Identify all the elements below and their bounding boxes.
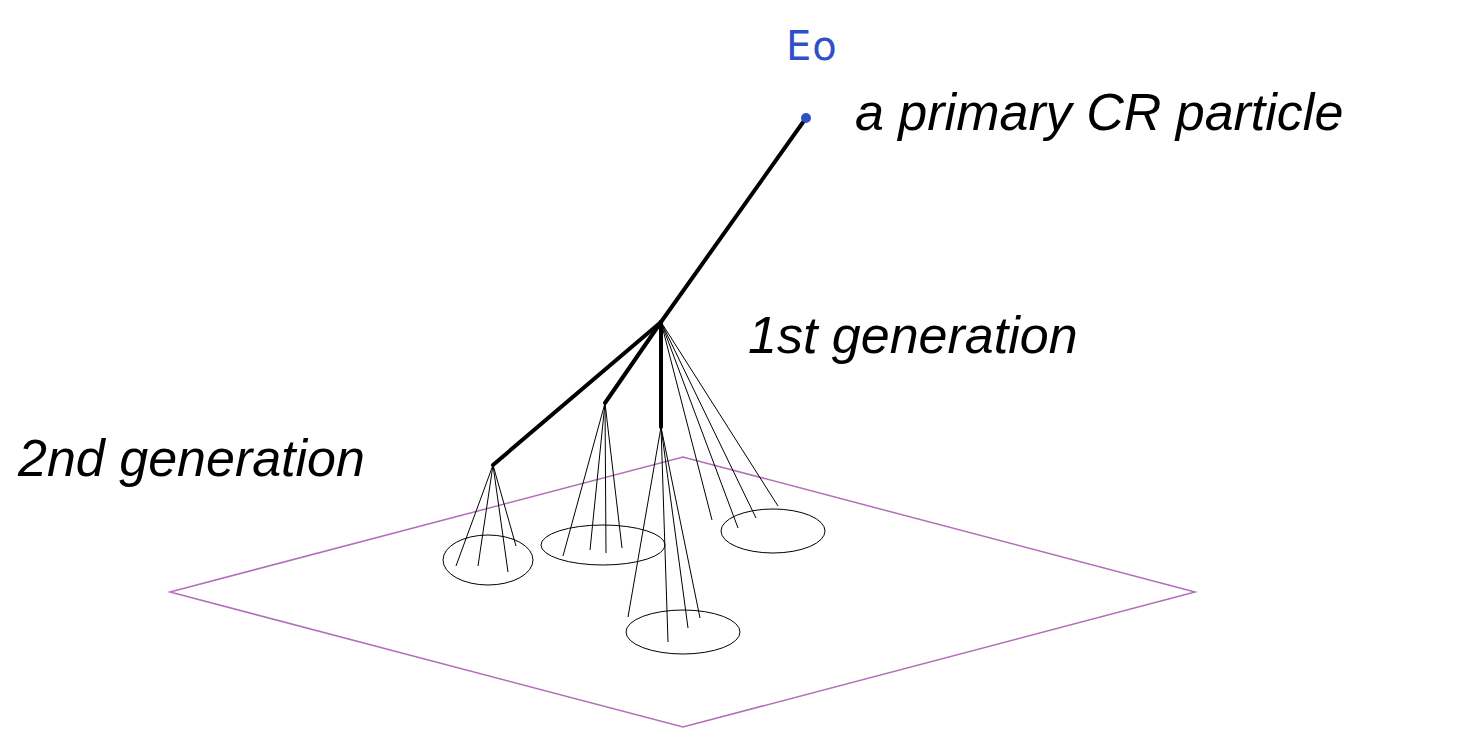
shower-cones [443, 322, 825, 654]
generation-label: 1st generation [748, 309, 1078, 361]
primary-particle-dot [801, 113, 811, 123]
generation-label: 2nd generation [18, 432, 365, 484]
energy-symbol: Eo [786, 26, 838, 66]
primary-label: a primary CR particle [855, 86, 1343, 138]
primary-track [493, 118, 806, 465]
ground-plane [170, 457, 1195, 727]
